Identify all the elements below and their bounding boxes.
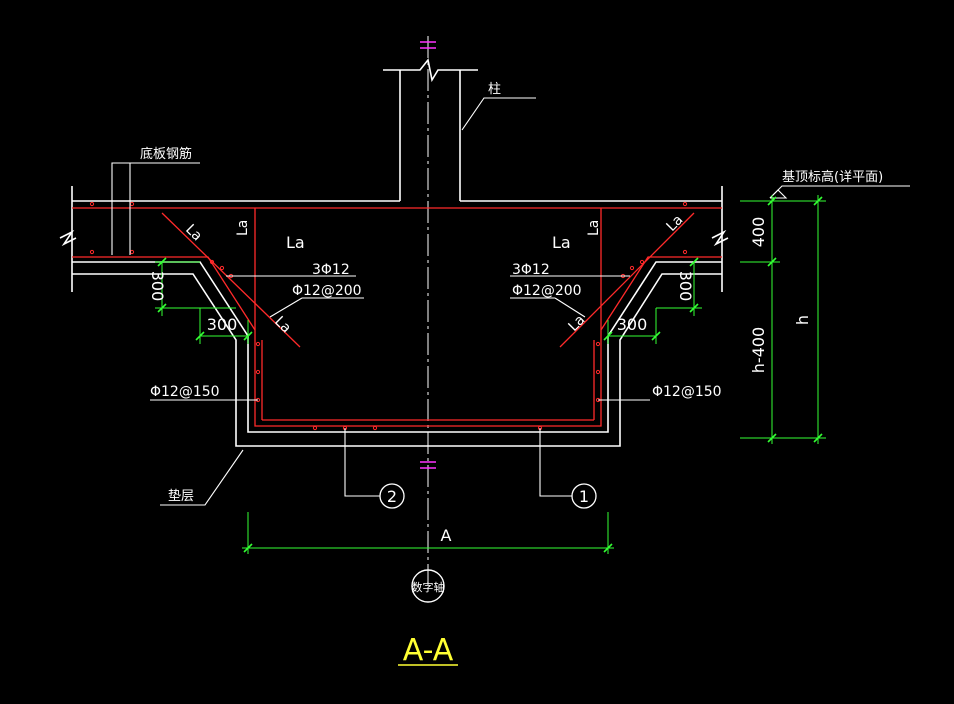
callout-1: 1: [579, 487, 589, 506]
axis-label: 数字轴: [412, 580, 445, 594]
dim-total-depth: h: [793, 315, 812, 325]
label-la-right-vert: La: [586, 220, 602, 236]
dim-right-vertical: 300: [676, 271, 695, 302]
section-title: A-A: [403, 633, 454, 668]
dimension-lines: [155, 195, 826, 554]
label-rebar-right-3: 3Φ12: [512, 262, 550, 278]
callout-2: 2: [387, 487, 397, 506]
dim-width: A: [441, 526, 452, 545]
label-la-left-diag-bottom: La: [271, 314, 294, 337]
dim-left-horizontal: 300: [207, 315, 238, 334]
label-rebar-right-side: Φ12@150: [652, 384, 722, 400]
label-rebar-left-3: 3Φ12: [312, 262, 350, 278]
dim-pit-depth: h-400: [749, 327, 768, 373]
leader-lines: [111, 97, 910, 506]
label-la-left-vert: La: [235, 220, 251, 236]
label-slab-rebar: 底板钢筋: [140, 146, 192, 162]
label-rebar-right-stirrup: Φ12@200: [512, 283, 582, 299]
dimension-texts: 300 300 300 300 400 h-400 h A: [148, 217, 812, 545]
label-rebar-left-stirrup: Φ12@200: [292, 283, 362, 299]
dim-left-vertical: 300: [148, 271, 167, 302]
dimension-ticks: [157, 196, 823, 553]
rebar: [72, 207, 722, 427]
label-la-left-diag-top: La: [182, 222, 205, 245]
dim-slab-thickness: 400: [749, 217, 768, 248]
callouts: 2 1: [379, 483, 597, 509]
label-column: 柱: [488, 82, 501, 97]
label-la-right-diag-bottom: La: [566, 312, 589, 335]
axis-centerline: 数字轴: [411, 36, 445, 603]
label-la-right-diag-top: La: [664, 212, 687, 235]
label-top-elevation: 基顶标高(详平面): [782, 169, 883, 185]
dim-right-horizontal: 300: [617, 315, 648, 334]
label-rebar-left-side: Φ12@150: [150, 384, 220, 400]
label-la-right-horiz: La: [552, 233, 571, 252]
label-cushion: 垫层: [168, 488, 194, 504]
label-la-left-horiz: La: [286, 233, 305, 252]
axis-circle: [411, 569, 445, 603]
